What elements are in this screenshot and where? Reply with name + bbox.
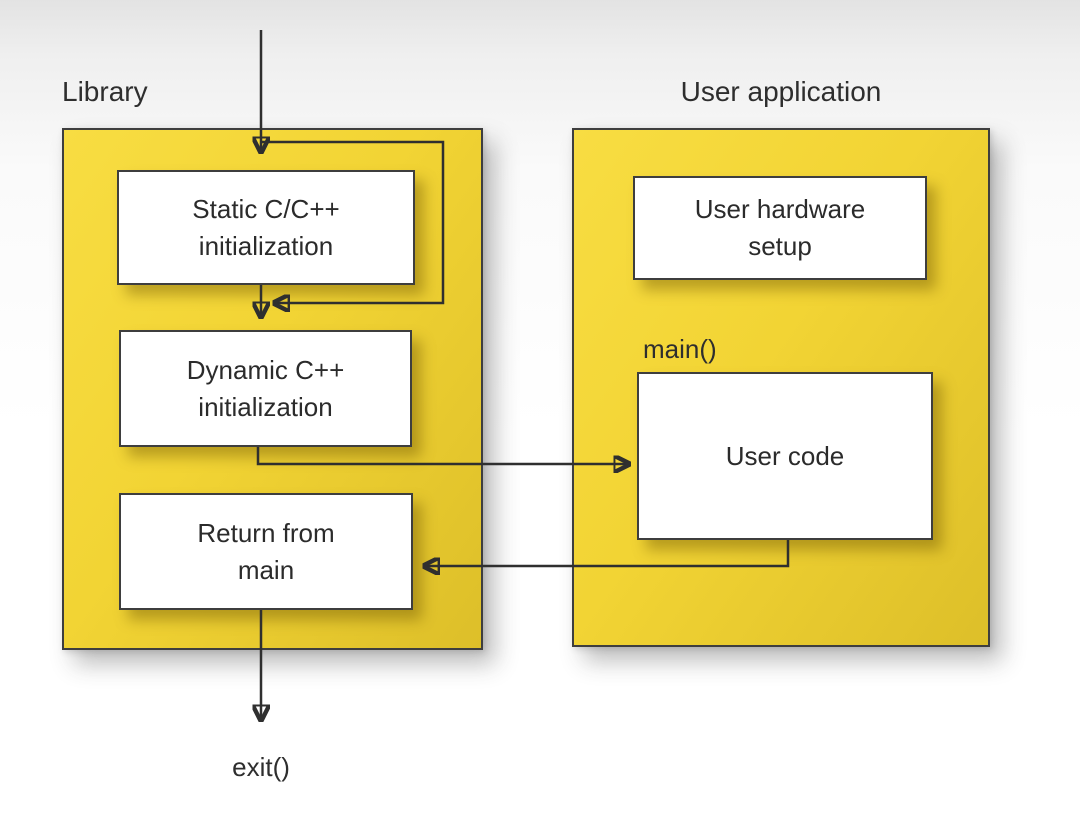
user-code-label: User code xyxy=(725,440,845,471)
dynamic-initialization-label: Dynamic C++ initialization xyxy=(186,354,345,422)
library-panel-title: Library xyxy=(62,76,148,107)
user-code-node: User code xyxy=(637,372,933,540)
static-initialization-node: Static C/C++ initialization xyxy=(117,170,415,285)
dynamic-initialization-node: Dynamic C++ initialization xyxy=(119,330,412,447)
user-application-panel-title: User application xyxy=(680,76,882,107)
static-initialization-label: Static C/C++ initialization xyxy=(192,193,340,261)
exit-call-label: exit() xyxy=(232,752,290,782)
return-from-main-label: Return from main xyxy=(197,517,335,585)
user-hardware-setup-node: User hardware setup xyxy=(633,176,927,280)
user-hardware-setup-label: User hardware setup xyxy=(694,194,866,261)
main-function-annotation: main() xyxy=(643,334,717,364)
return-from-main-node: Return from main xyxy=(119,493,413,610)
